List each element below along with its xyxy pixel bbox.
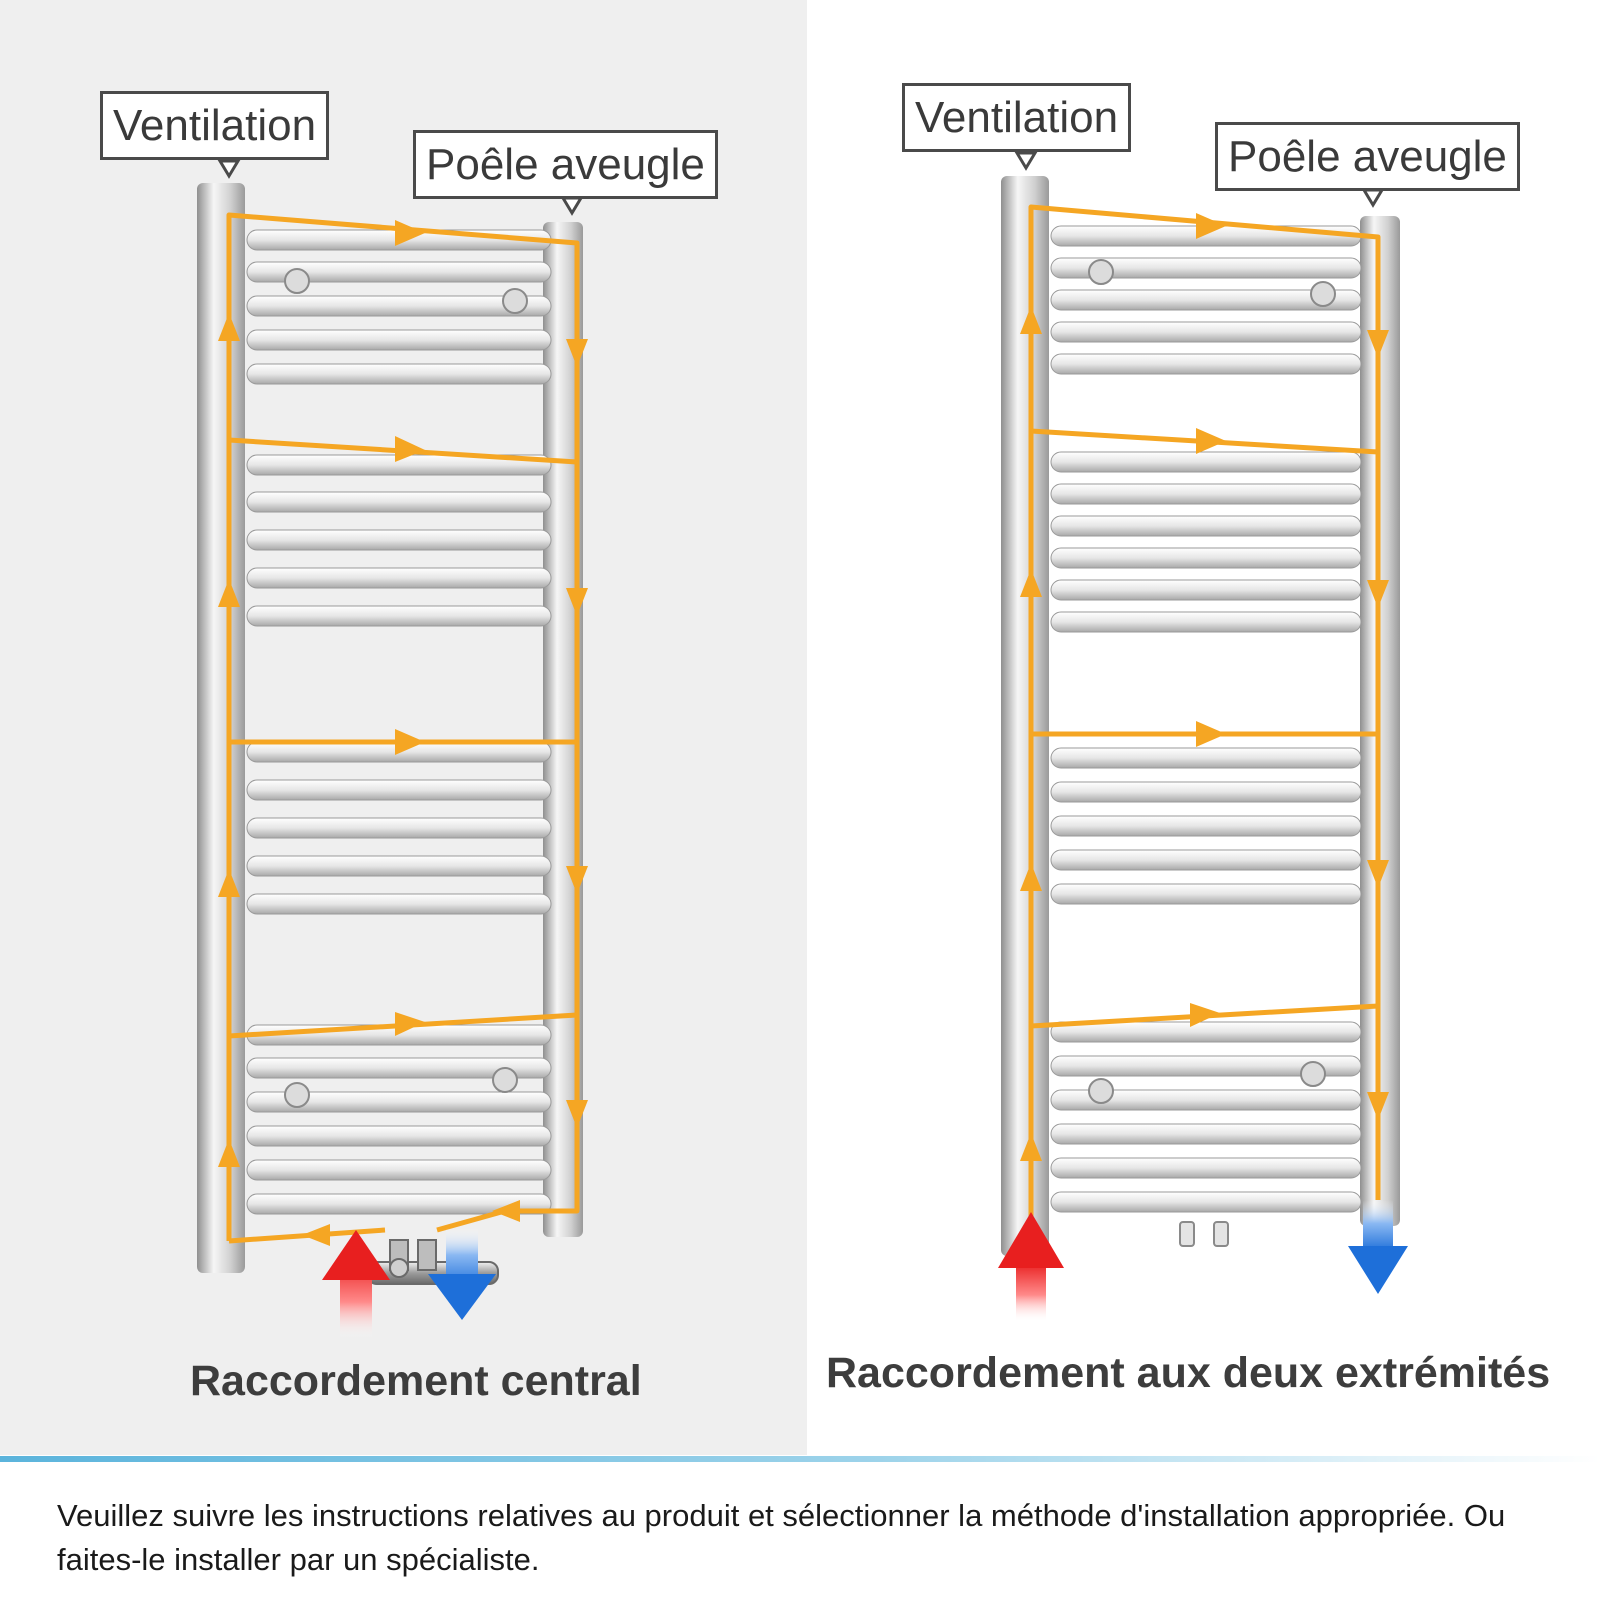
flow-arrow xyxy=(1020,569,1042,597)
cold-water-outlet-arrow-shaft xyxy=(1363,1200,1393,1252)
hot-water-inlet-arrow-shaft xyxy=(1016,1262,1046,1322)
right-collector-pipe xyxy=(543,222,583,1237)
hot-water-inlet-arrow xyxy=(322,1230,390,1280)
flow-arrow xyxy=(566,1100,588,1128)
flow-arrow xyxy=(302,1224,330,1246)
wall-brackets xyxy=(284,268,528,1108)
central-connection-caption: Raccordement central xyxy=(190,1357,642,1405)
flow-arrow xyxy=(1196,213,1226,239)
flow-arrow xyxy=(1020,863,1042,891)
flow-arrow xyxy=(492,1200,520,1222)
flow-arrow xyxy=(395,436,425,462)
flow-arrow xyxy=(1367,580,1389,608)
radiator-central xyxy=(197,159,588,1338)
flow-arrow xyxy=(1020,1133,1042,1161)
cold-water-outlet-arrow xyxy=(1348,1246,1408,1294)
flow-arrow xyxy=(1196,428,1226,454)
blind-plug-pointer xyxy=(1361,188,1385,208)
end-connection-caption: Raccordement aux deux extrémités xyxy=(826,1349,1551,1397)
flow-arrow xyxy=(1196,721,1226,747)
flow-arrow xyxy=(218,313,240,341)
blind-plug-label: Poêle aveugle xyxy=(1215,122,1520,191)
flow-arrow xyxy=(395,1012,425,1036)
radiator-two-ends xyxy=(998,151,1408,1322)
flow-arrow xyxy=(566,866,588,894)
left-collector-pipe xyxy=(1001,176,1049,1256)
flow-arrow xyxy=(1020,306,1042,334)
towel-bars xyxy=(246,229,552,1215)
towel-bars xyxy=(1050,225,1362,1213)
ventilation-label: Ventilation xyxy=(100,91,330,160)
diagram-canvas xyxy=(197,151,1408,1338)
ventilation-pointer xyxy=(1014,151,1038,171)
flow-arrow xyxy=(218,1139,240,1167)
flow-arrows xyxy=(1020,213,1389,1161)
ventilation-label: Ventilation xyxy=(902,83,1132,152)
hot-water-inlet-arrow xyxy=(998,1212,1064,1268)
blind-plug-label: Poêle aveugle xyxy=(413,130,718,199)
flow-arrows xyxy=(218,220,588,1246)
bottom-stubs xyxy=(1179,1221,1229,1247)
flow-arrow xyxy=(1367,1092,1389,1120)
flow-arrow xyxy=(395,220,425,246)
flow-arrow xyxy=(218,869,240,897)
flow-arrow xyxy=(1367,330,1389,358)
cold-water-outlet-arrow xyxy=(428,1274,496,1320)
ventilation-pointer xyxy=(217,159,241,179)
flow-arrow xyxy=(395,729,425,755)
divider-line xyxy=(0,1456,1600,1462)
flow-arrow xyxy=(566,588,588,616)
wall-brackets xyxy=(1088,259,1336,1104)
left-collector-pipe xyxy=(197,183,245,1273)
flow-arrow xyxy=(1190,1003,1220,1027)
flow-arrow xyxy=(218,579,240,607)
flow-arrow xyxy=(566,339,588,367)
installation-note: Veuillez suivre les instructions relativ… xyxy=(57,1498,1506,1577)
blind-plug-pointer xyxy=(560,196,584,216)
flow-arrow xyxy=(1367,860,1389,888)
